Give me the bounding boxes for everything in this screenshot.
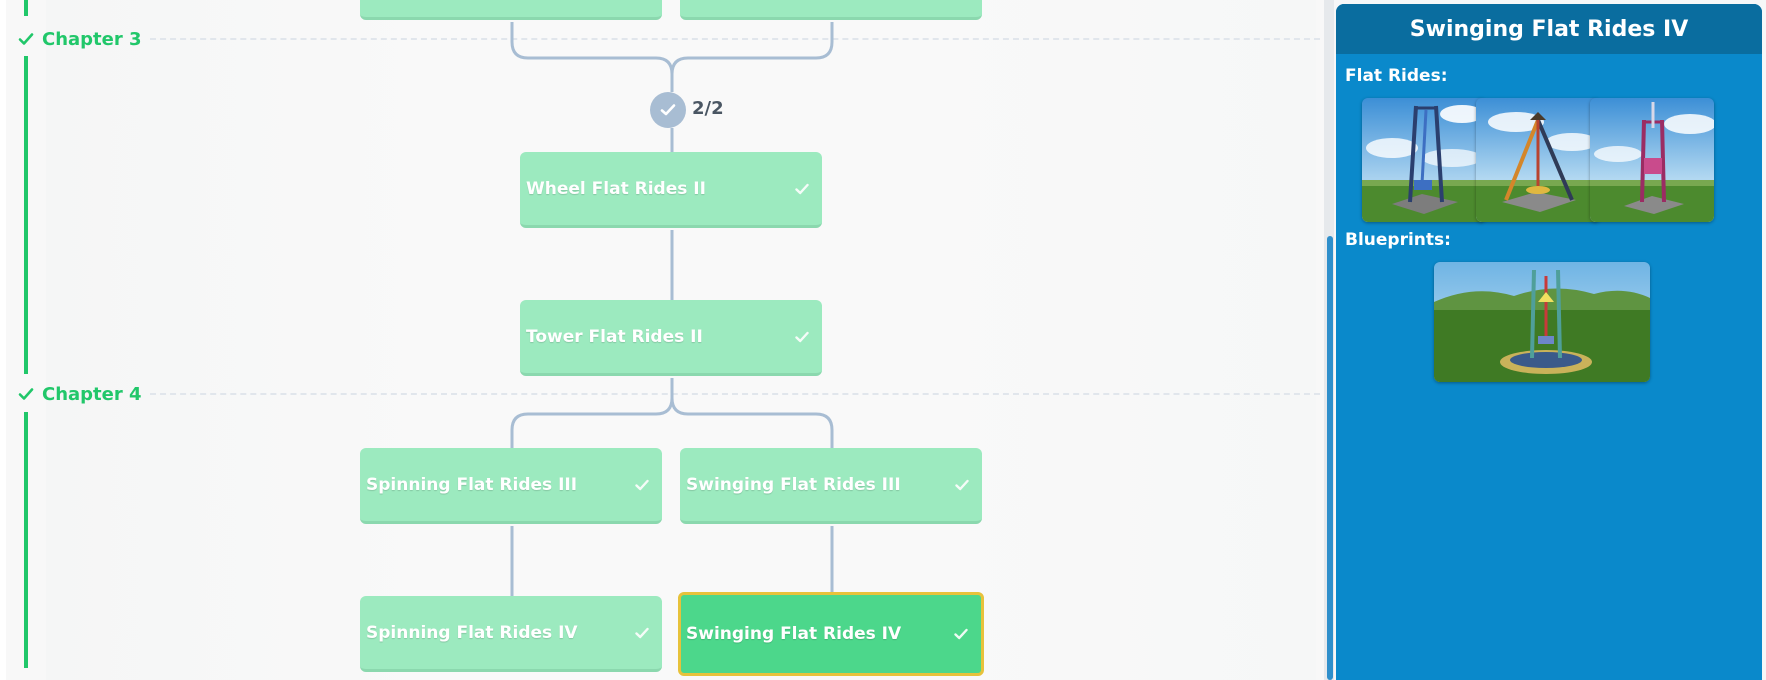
chapter-4-heading[interactable]: Chapter 4 — [18, 382, 142, 406]
node-spinning-flat-rides-iii[interactable]: Spinning Flat Rides III — [360, 448, 662, 524]
chapter-4-line — [24, 412, 28, 668]
check-icon — [795, 331, 809, 342]
research-node[interactable] — [360, 0, 662, 20]
node-wheel-flat-rides-ii[interactable]: Wheel Flat Rides II — [520, 152, 822, 228]
blueprint-thumbnail[interactable] — [1434, 262, 1650, 382]
flat-ride-thumbnail[interactable] — [1476, 98, 1600, 222]
node-spinning-flat-rides-iv[interactable]: Spinning Flat Rides IV — [360, 596, 662, 672]
check-icon — [18, 33, 34, 45]
node-label: Spinning Flat Rides IV — [366, 622, 578, 643]
left-rail — [0, 0, 6, 680]
node-label: Swinging Flat Rides III — [686, 474, 901, 495]
check-icon — [635, 479, 649, 490]
node-swinging-flat-rides-iv-selected[interactable]: Swinging Flat Rides IV — [678, 592, 984, 676]
swing-ride-image — [1362, 98, 1486, 222]
check-icon — [954, 628, 968, 640]
node-label: Swinging Flat Rides IV — [686, 624, 902, 644]
check-icon — [795, 183, 809, 194]
chapter-3-line — [24, 56, 28, 374]
blueprint-image — [1434, 262, 1650, 382]
progress-count: 2/2 — [692, 98, 724, 119]
blueprints-heading: Blueprints: — [1345, 230, 1451, 250]
chapter-3-label: Chapter 3 — [42, 28, 142, 50]
tree-connectors — [510, 22, 834, 596]
chapter-3-divider — [150, 38, 1320, 40]
pendulum-ride-image — [1476, 98, 1600, 222]
detail-panel: Swinging Flat Rides IV Flat Rides: — [1336, 4, 1762, 680]
node-tower-flat-rides-ii[interactable]: Tower Flat Rides II — [520, 300, 822, 376]
chapter-progress-badge — [650, 92, 686, 128]
check-icon — [660, 104, 676, 116]
flat-rides-heading: Flat Rides: — [1345, 66, 1448, 86]
node-label: Tower Flat Rides II — [526, 326, 703, 347]
node-label: Spinning Flat Rides III — [366, 474, 578, 495]
check-icon — [635, 627, 649, 638]
flat-ride-thumbnail[interactable] — [1590, 98, 1714, 222]
node-swinging-flat-rides-iii[interactable]: Swinging Flat Rides III — [680, 448, 982, 524]
panel-title: Swinging Flat Rides IV — [1336, 4, 1762, 54]
check-icon — [955, 479, 969, 490]
flat-ride-thumbnail[interactable] — [1362, 98, 1486, 222]
node-label: Wheel Flat Rides II — [526, 178, 706, 199]
chapter-4-label: Chapter 4 — [42, 383, 142, 405]
check-icon — [18, 388, 34, 400]
chapter-line — [24, 0, 28, 16]
chapter-3-heading[interactable]: Chapter 3 — [18, 27, 142, 51]
research-node[interactable] — [680, 0, 982, 20]
chapter-4-divider — [150, 393, 1320, 395]
tower-ride-image — [1590, 98, 1714, 222]
scrollbar-thumb[interactable] — [1327, 236, 1333, 680]
